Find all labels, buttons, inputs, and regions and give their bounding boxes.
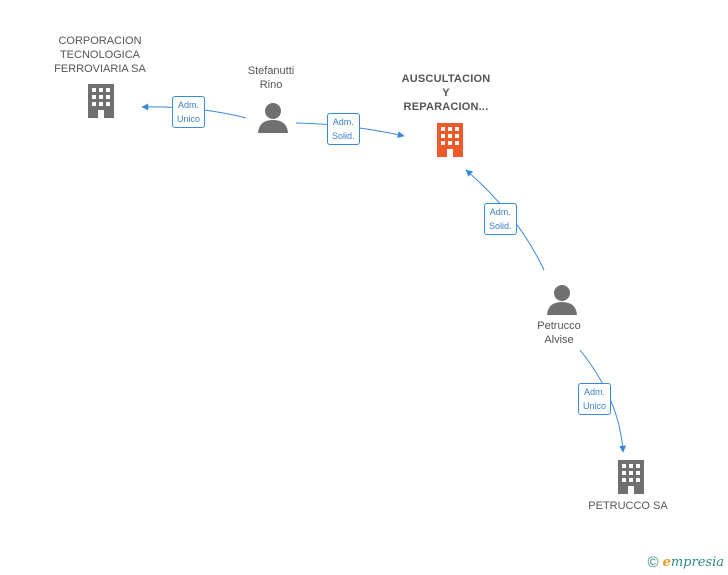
node-label-corporacion: CORPORACION TECNOLOGICA FERROVIARIA SA [54, 35, 146, 75]
building-icon[interactable] [84, 84, 118, 118]
node-label-auscultacion: AUSCULTACION Y REPARACION... [401, 73, 491, 113]
node-label-stefanutti: Stefanutti Rino [247, 65, 295, 91]
edge-label-adm-solid[interactable]: Adm. Solid. [484, 203, 517, 235]
edge-label-adm-unico[interactable]: Adm. Unico [172, 96, 206, 128]
copyright-icon: © [647, 554, 659, 571]
edge-label-adm-solid[interactable]: Adm. Solid. [327, 113, 360, 145]
building-icon[interactable] [614, 460, 648, 494]
node-label-petrucco-sa: PETRUCCO SA [588, 500, 668, 512]
edge-label-adm-unico[interactable]: Adm. Unico [578, 383, 612, 415]
empresia-watermark[interactable]: © empresia [648, 554, 724, 571]
person-icon[interactable] [546, 284, 578, 316]
building-icon[interactable] [433, 123, 467, 157]
node-label-petrucco-alvise: Petrucco Alvise [537, 320, 581, 346]
brand-logo: empresia [662, 555, 724, 570]
person-icon[interactable] [257, 102, 289, 134]
